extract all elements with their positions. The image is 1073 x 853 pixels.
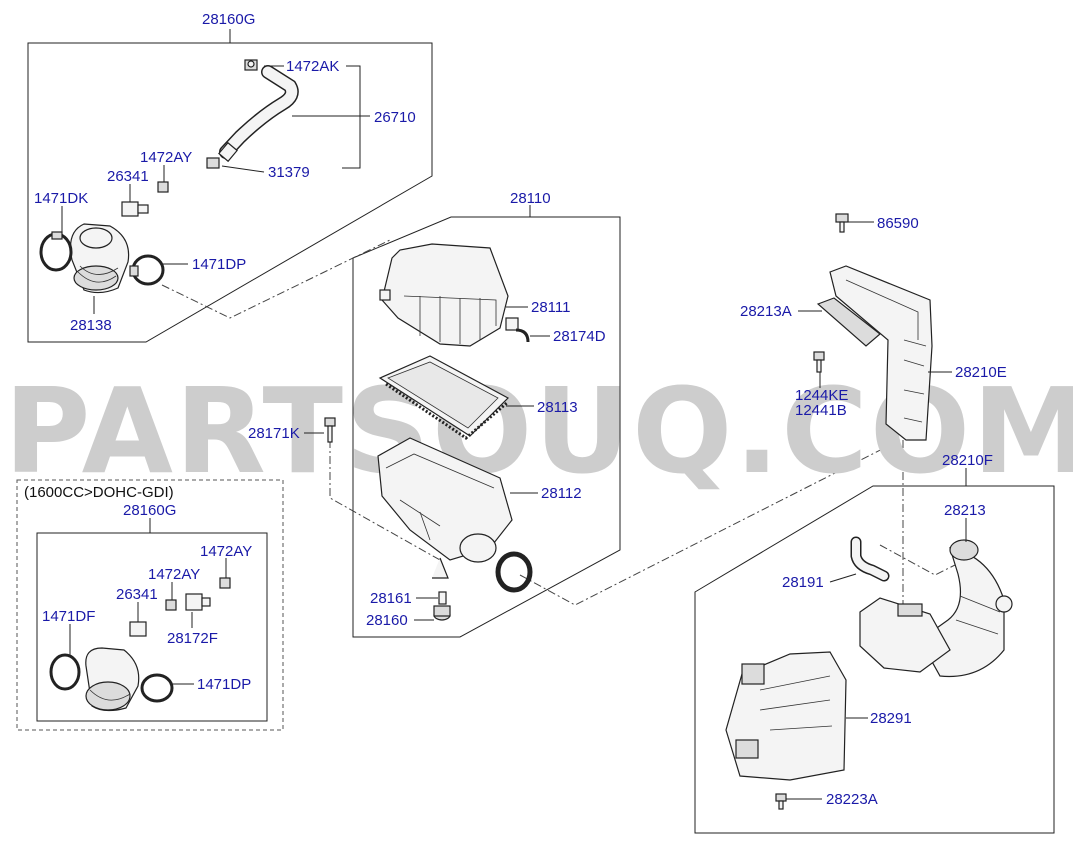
label-28160[interactable]: 28160 — [366, 612, 408, 629]
label-variant-1472AY-a[interactable]: 1472AY — [200, 543, 252, 560]
grommet-28161 — [438, 591, 447, 605]
bolt-1244KE — [813, 351, 825, 373]
assembly-line-resonator — [879, 544, 956, 576]
leader-lines — [61, 29, 967, 800]
label-28171K[interactable]: 28171K — [248, 425, 300, 442]
clip-1472AY — [157, 181, 169, 193]
variant-intake-hose — [85, 647, 140, 712]
air-filter-element-28113 — [378, 355, 509, 440]
variant-clamp-1471DF — [49, 653, 81, 691]
label-variant-1471DP[interactable]: 1471DP — [197, 676, 251, 693]
bolt-86590 — [835, 213, 849, 233]
resonator-duct — [859, 597, 951, 673]
label-variant-26341[interactable]: 26341 — [116, 586, 158, 603]
label-86590[interactable]: 86590 — [877, 215, 919, 232]
air-cleaner-body-28112 — [377, 437, 513, 579]
label-variant-1472AY-b[interactable]: 1472AY — [148, 566, 200, 583]
breather-hose-26710 — [218, 65, 299, 163]
label-28138[interactable]: 28138 — [70, 317, 112, 334]
label-28223A[interactable]: 28223A — [826, 791, 878, 808]
label-1244KE[interactable]: 1244KE — [795, 387, 848, 404]
label-28213[interactable]: 28213 — [944, 502, 986, 519]
label-28160G[interactable]: 28160G — [202, 11, 255, 28]
label-28161[interactable]: 28161 — [370, 590, 412, 607]
air-intake-hose-28138 — [69, 223, 130, 294]
assembly-line-bolt — [329, 440, 441, 561]
hose-clamp-1471DP — [129, 254, 165, 286]
variant-nipple-28172F — [185, 593, 211, 611]
air-duct-28210E — [829, 265, 933, 441]
assembly-line-box-to-duct — [519, 439, 901, 606]
hose-clamp-1471DK — [39, 231, 73, 272]
air-cleaner-cover-28111 — [379, 243, 519, 347]
label-28110[interactable]: 28110 — [510, 190, 551, 207]
label-26710[interactable]: 26710 — [374, 109, 416, 126]
label-31379[interactable]: 31379 — [268, 164, 310, 181]
label-28210F[interactable]: 28210F — [942, 452, 993, 469]
label-28112[interactable]: 28112 — [541, 485, 582, 502]
label-28291[interactable]: 28291 — [870, 710, 912, 727]
seal-ring — [495, 551, 533, 593]
nipple-26341 — [121, 201, 149, 217]
hose-clamp-1472AK — [244, 59, 258, 71]
hose-28191 — [850, 536, 890, 582]
frame-28160G — [27, 42, 433, 343]
label-28113[interactable]: 28113 — [537, 399, 578, 416]
frame-28160G-variant — [36, 532, 268, 722]
label-28191[interactable]: 28191 — [782, 574, 824, 591]
variant-nipple-26341 — [129, 621, 147, 637]
variant-note: (1600CC>DOHC-GDI) — [24, 484, 174, 501]
resonator-28291 — [725, 651, 847, 781]
frame-28110 — [352, 216, 621, 638]
label-variant-1471DF[interactable]: 1471DF — [42, 608, 95, 625]
label-28174D[interactable]: 28174D — [553, 328, 606, 345]
label-28210E[interactable]: 28210E — [955, 364, 1007, 381]
variant-clip-a — [219, 577, 231, 589]
label-1471DP[interactable]: 1471DP — [192, 256, 246, 273]
label-28213A[interactable]: 28213A — [740, 303, 792, 320]
screw-28223A — [775, 793, 787, 810]
hose-clamp-31379 — [206, 157, 220, 169]
frame-28210F — [694, 485, 1055, 834]
label-1471DK[interactable]: 1471DK — [34, 190, 88, 207]
clip-28174D — [515, 328, 530, 343]
label-28111[interactable]: 28111 — [531, 299, 571, 316]
frame-variant — [16, 479, 284, 731]
bracket-28213A — [816, 297, 881, 347]
label-variant-28172F[interactable]: 28172F — [167, 630, 218, 647]
label-12441B[interactable]: 12441B — [795, 402, 847, 419]
label-variant-28160G[interactable]: 28160G — [123, 502, 176, 519]
bolt-28171K — [324, 417, 336, 443]
bushing-28160 — [433, 605, 451, 621]
label-1472AY[interactable]: 1472AY — [140, 149, 192, 166]
variant-clamp-1471DP — [140, 673, 174, 703]
label-1472AK[interactable]: 1472AK — [286, 58, 339, 75]
label-26341[interactable]: 26341 — [107, 168, 149, 185]
assembly-line-hose-to-box — [161, 239, 391, 319]
variant-clip-b — [165, 599, 177, 611]
